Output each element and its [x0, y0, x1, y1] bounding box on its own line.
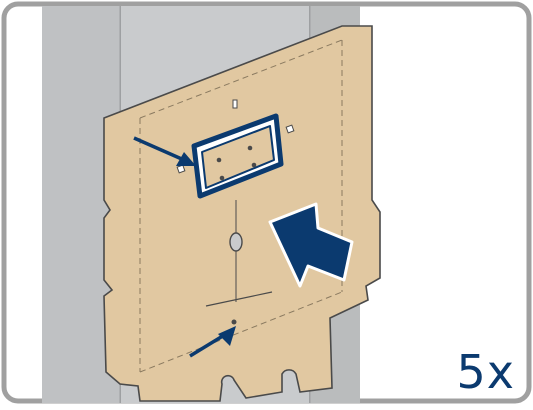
arrow-icon: [133, 136, 196, 166]
lower-drill-hole: [231, 319, 237, 325]
center-hole: [229, 232, 243, 252]
hole-pattern-highlight: [191, 113, 284, 199]
drilling-template: [103, 25, 381, 402]
push-direction-arrow-icon: [268, 202, 354, 288]
arrow-icon: [189, 326, 236, 358]
repeat-count-label: 5x: [456, 345, 515, 399]
